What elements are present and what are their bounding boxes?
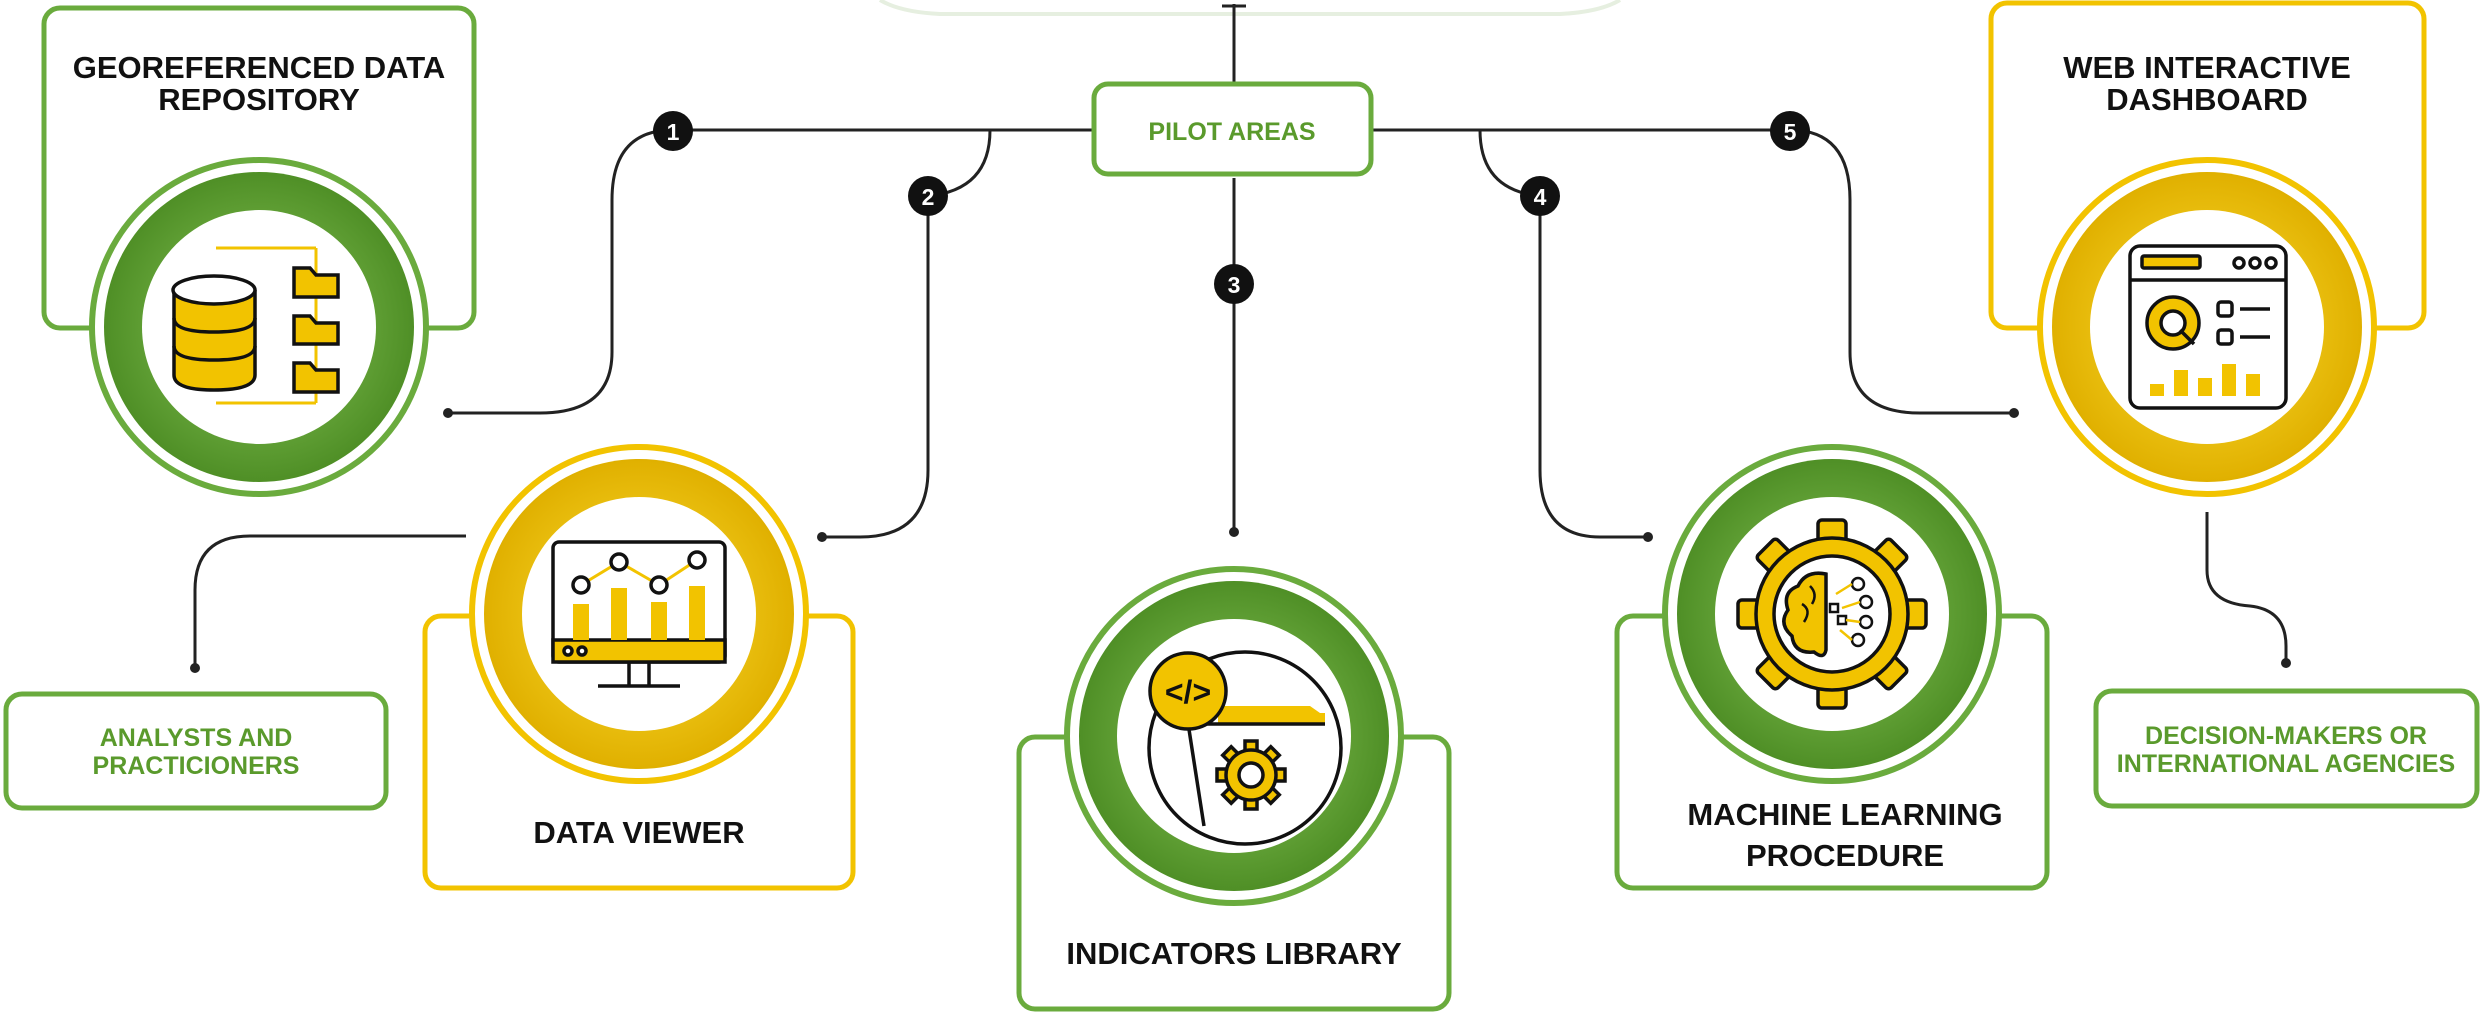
svg-text:3: 3	[1228, 272, 1241, 298]
step-badge-2: 2	[908, 176, 948, 216]
data-viewer-title: DATA VIEWER	[533, 815, 744, 850]
connector-lines	[193, 4, 2288, 668]
analysts-line1: ANALYSTS AND	[100, 724, 293, 752]
step-badge-5: 5	[1770, 111, 1810, 151]
decision-makers-line2: INTERNATIONAL AGENCIES	[2117, 750, 2455, 778]
dashboard-title-line1: WEB INTERACTIVE	[2063, 50, 2351, 85]
dashboard-icon	[2128, 244, 2288, 410]
repository-title-line1: GEOREFERENCED DATA	[73, 50, 446, 85]
svg-text:5: 5	[1784, 119, 1797, 145]
connector-dots	[190, 408, 2291, 673]
ml-title-line2: PROCEDURE	[1746, 838, 1944, 873]
machine-learning-procedure: MACHINE LEARNING PROCEDURE	[1614, 444, 2050, 891]
indicators-library: INDICATORS LIBRARY </>	[1016, 566, 1452, 1012]
svg-text:4: 4	[1534, 184, 1547, 210]
svg-text:2: 2	[922, 184, 935, 210]
analysts-practicioners-box: ANALYSTS AND PRACTICIONERS	[3, 691, 389, 811]
analysts-line2: PRACTICIONERS	[93, 752, 300, 780]
georeferenced-data-repository: GEOREFERENCED DATA REPOSITORY	[41, 5, 477, 497]
svg-text:1: 1	[667, 119, 680, 145]
pilot-areas-hub: PILOT AREAS	[1091, 81, 1374, 177]
step-badge-3: 3	[1214, 264, 1254, 304]
indicators-library-title: INDICATORS LIBRARY	[1066, 936, 1402, 971]
brain-gear-icon	[1736, 518, 1928, 710]
svg-text:</>: </>	[1165, 674, 1211, 710]
decision-makers-box: DECISION-MAKERS OR INTERNATIONAL AGENCIE…	[2093, 688, 2480, 809]
monitor-chart-icon	[551, 540, 727, 688]
code-gear-icon: </>	[1147, 650, 1343, 846]
ml-title-line1: MACHINE LEARNING	[1687, 797, 2002, 832]
top-banner-edge	[878, 0, 1622, 16]
web-interactive-dashboard: WEB INTERACTIVE DASHBOARD	[1988, 0, 2427, 497]
pilot-areas-label: PILOT AREAS	[1148, 118, 1315, 146]
step-badge-4: 4	[1520, 176, 1560, 216]
dashboard-title-line2: DASHBOARD	[2106, 82, 2308, 117]
decision-makers-line1: DECISION-MAKERS OR	[2145, 722, 2427, 750]
repository-title-line2: REPOSITORY	[158, 82, 360, 117]
database-folders-icon	[171, 246, 340, 405]
step-badge-1: 1	[653, 111, 693, 151]
data-viewer: DATA VIEWER	[422, 444, 856, 891]
